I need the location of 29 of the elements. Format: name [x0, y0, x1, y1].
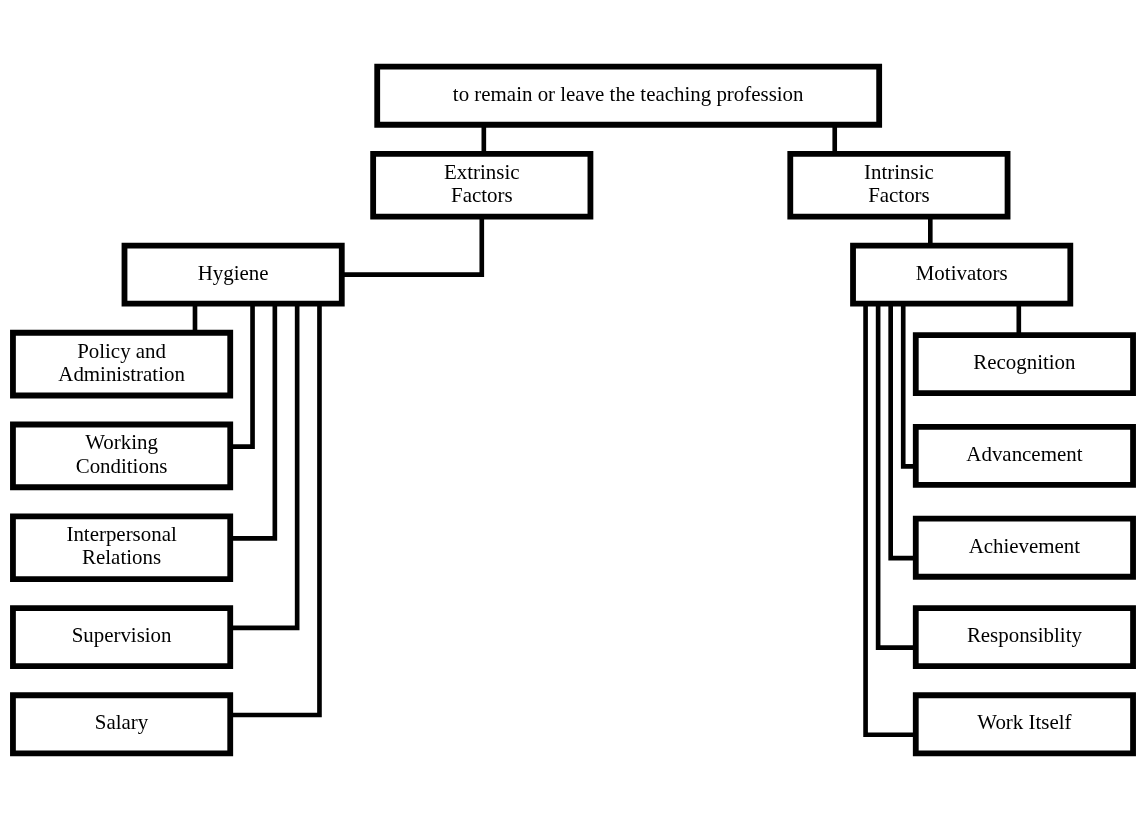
node-box: Extrinsic Factors	[370, 150, 594, 220]
connector	[341, 216, 485, 277]
connector	[927, 216, 933, 246]
node-box: Achievement	[912, 515, 1136, 580]
connector	[900, 303, 916, 469]
node-box: Intrinsic Factors	[787, 150, 1011, 220]
connector	[1016, 303, 1022, 336]
connector	[875, 303, 916, 650]
connector	[192, 303, 198, 333]
node-box: Responsiblity	[912, 605, 1136, 670]
node-box: Recognition	[912, 332, 1136, 397]
connector	[888, 303, 916, 561]
node-box: Policy and Administration	[10, 329, 234, 399]
connector	[481, 125, 487, 154]
connector	[832, 125, 838, 154]
node-box: Motivators	[850, 242, 1074, 307]
node-box: Working Conditions	[10, 421, 234, 491]
node-box: Interpersonal Relations	[10, 513, 234, 582]
connector	[230, 303, 322, 718]
node-box: Hygiene	[121, 242, 345, 307]
node-box: Supervision	[10, 605, 234, 670]
connector	[230, 303, 278, 541]
node-box: Advancement	[912, 423, 1136, 488]
node-box: Work Itself	[912, 692, 1136, 757]
connector	[230, 303, 255, 449]
node-box: to remain or leave the teaching profession	[374, 63, 883, 128]
connector	[230, 303, 300, 631]
connector	[863, 303, 916, 738]
node-box: Salary	[10, 692, 234, 757]
